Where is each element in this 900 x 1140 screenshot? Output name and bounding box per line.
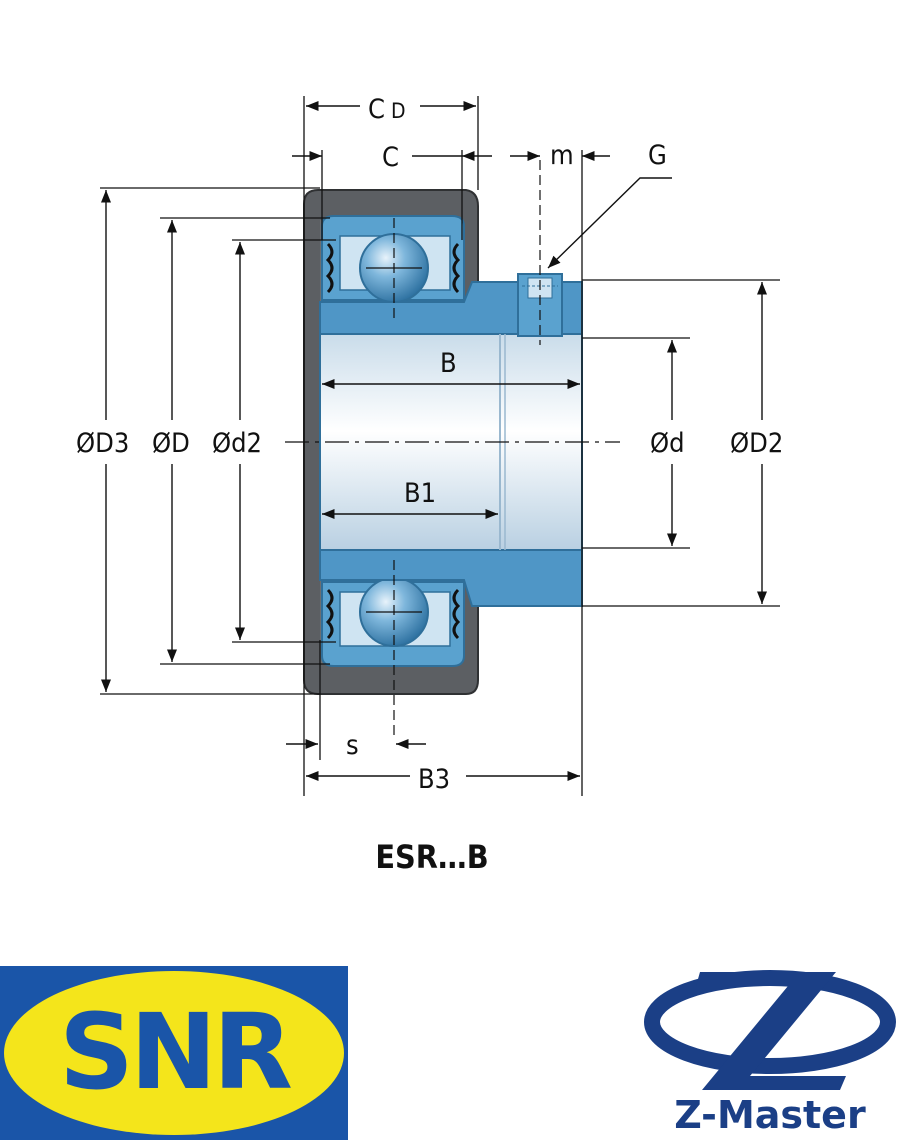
lower-bearing-ring <box>321 577 465 667</box>
snr-logo-text: SNR <box>59 991 291 1113</box>
label-s: s <box>346 730 359 761</box>
snr-logo: SNR <box>0 966 348 1140</box>
model-caption: ESR…B <box>375 838 489 876</box>
label-b: B <box>440 348 457 379</box>
bearing-drawing: CD C m G ØD3 ØD Ød2 B B1 Ød ØD2 s B3 <box>76 94 783 796</box>
zmaster-logo-text: Z-Master <box>674 1093 866 1137</box>
label-d2-small: Ød2 <box>212 428 262 459</box>
label-bore: Ød <box>650 428 685 459</box>
label-d3: ØD3 <box>76 428 129 459</box>
label-b3: B3 <box>418 764 450 795</box>
label-c: C <box>382 142 399 173</box>
upper-bearing-ring <box>321 215 465 303</box>
zmaster-logo <box>644 970 896 1090</box>
label-m: m <box>550 140 574 171</box>
label-b1: B1 <box>404 478 436 509</box>
label-d: ØD <box>152 428 190 459</box>
label-d2-big: ØD2 <box>730 428 783 459</box>
label-g: G <box>648 140 667 171</box>
